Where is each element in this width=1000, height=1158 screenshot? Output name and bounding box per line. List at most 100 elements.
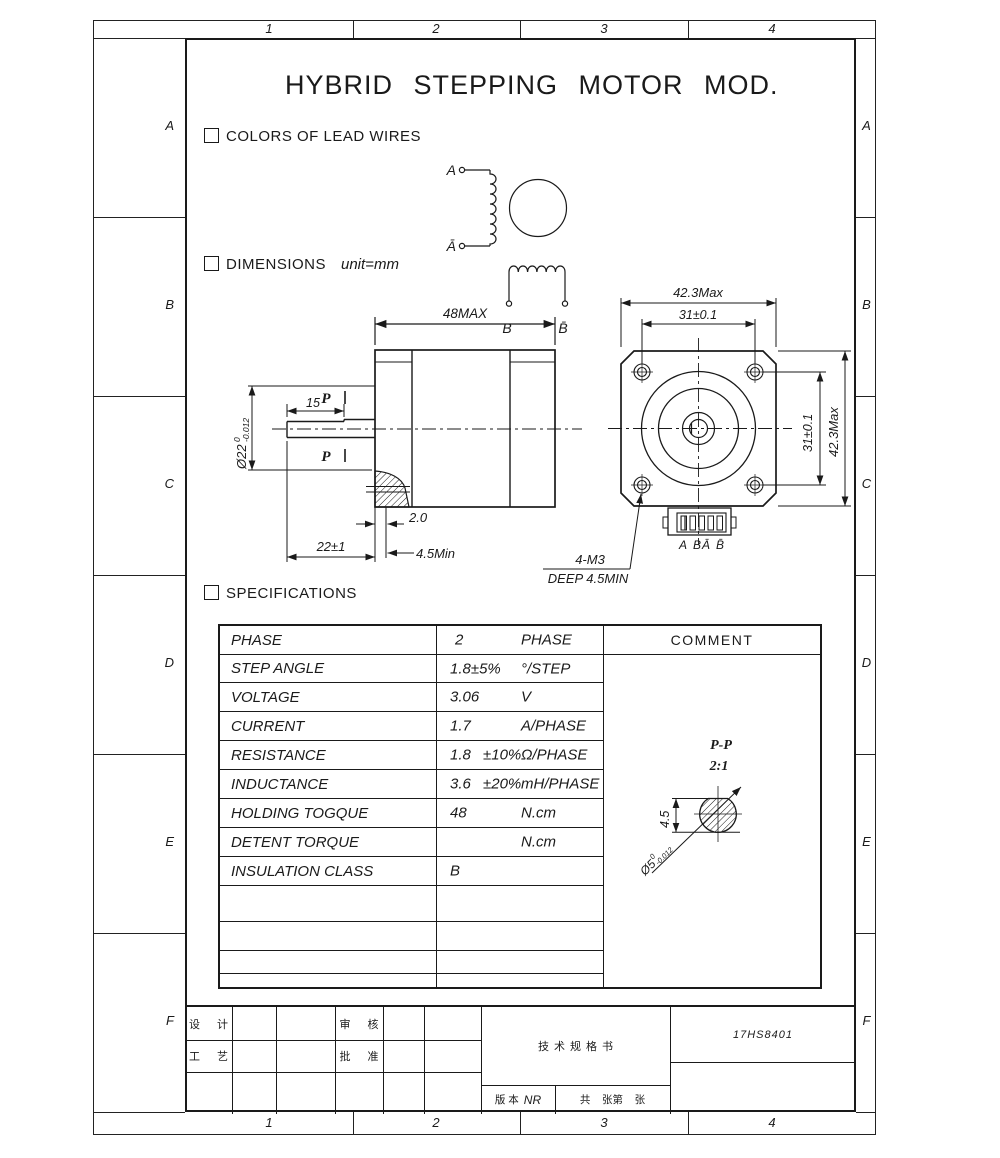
svg-text:-0.012: -0.012 xyxy=(653,845,675,867)
part-number: 17HS8401 xyxy=(733,1028,793,1041)
unit-note: unit=mm xyxy=(341,256,399,273)
dia5-leader xyxy=(651,786,742,874)
pin-label-bbar: B̄ xyxy=(716,538,724,552)
shaft-section-detail: P-P 2:1 4.5 Ø5 0 -0.012 xyxy=(637,738,742,879)
spec-tol: ±10% xyxy=(483,746,522,764)
table-row xyxy=(220,951,603,974)
spec-unit: N.cm xyxy=(521,804,556,822)
spec-value: 1.8±5% xyxy=(450,660,501,677)
drawing-title: HYBRID STEPPING MOTOR MOD. xyxy=(285,70,779,100)
spec-value: 3.6 xyxy=(450,775,471,793)
motor-side-view: 48MAX 15 P P Ø22 0 -0.012 2.0 4.5Min 22±… xyxy=(232,306,582,562)
spec-label: CURRENT xyxy=(220,712,437,740)
pin-label-abar: Ā xyxy=(701,538,710,552)
document-title: 技术规格书 xyxy=(538,1041,618,1053)
zone-divider xyxy=(856,754,876,755)
spec-label: INDUCTANCE xyxy=(220,770,437,798)
spec-value: 1.8 xyxy=(450,746,471,764)
detail-name: P-P xyxy=(710,738,732,753)
pin-label-b: B xyxy=(693,538,701,552)
zone-divider xyxy=(856,575,876,576)
terminal-abar-label: Ā xyxy=(446,238,456,254)
sheet-count-cell: 共 张第 张 xyxy=(579,1094,646,1106)
zone-divider xyxy=(93,38,185,39)
dim-42-3-top xyxy=(620,298,777,347)
zone-divider xyxy=(856,217,876,218)
table-row xyxy=(220,922,603,951)
svg-text:0: 0 xyxy=(648,851,658,861)
zone-col-label: 2 xyxy=(432,21,440,36)
dim-31-right-label: 31±0.1 xyxy=(801,414,815,452)
spec-unit: A/PHASE xyxy=(521,717,587,735)
zone-divider xyxy=(856,396,876,397)
thread-callout-line2: DEEP 4.5MIN xyxy=(548,571,629,586)
spec-value: 48 xyxy=(450,804,467,822)
dim-2-0 xyxy=(356,507,404,562)
pilot-circle xyxy=(657,387,740,470)
title-block-check-label: 审 核 xyxy=(339,1018,386,1031)
spec-unit: mH/PHASE xyxy=(521,775,600,793)
pin-label-a: A xyxy=(678,538,687,552)
zone-divider xyxy=(688,1112,689,1135)
zone-divider xyxy=(93,575,185,576)
zone-row-label: C xyxy=(164,476,174,491)
spec-unit: Ω/PHASE xyxy=(521,746,588,764)
zone-divider xyxy=(93,754,185,755)
zone-row-label: A xyxy=(862,118,871,133)
hub-circle xyxy=(681,411,716,446)
dim-42-3-right xyxy=(778,350,851,507)
thread-callout-leader xyxy=(543,493,643,570)
motor-front-view: 42.3Max 31±0.1 31±0.1 42.3Max A B Ā B̄ 4… xyxy=(543,285,851,586)
zone-divider xyxy=(856,38,876,39)
dim-31-top-label: 31±0.1 xyxy=(679,308,717,322)
shaft-outline xyxy=(286,418,375,439)
dim-dia22 xyxy=(248,385,375,471)
spec-label: VOLTAGE xyxy=(220,683,437,711)
section-specifications-label: SPECIFICATIONS xyxy=(226,585,357,602)
spec-label: RESISTANCE xyxy=(220,741,437,769)
table-row xyxy=(220,974,603,987)
spec-unit: V xyxy=(521,688,532,706)
zone-divider xyxy=(353,20,354,38)
terminal-bbar-label: B̄ xyxy=(558,320,567,336)
zone-col-label: 3 xyxy=(600,21,608,36)
svg-text:Ø22: Ø22 xyxy=(234,444,249,470)
spec-unit: PHASE xyxy=(521,631,572,649)
version-label: 版 本 xyxy=(494,1094,519,1106)
section-checkbox-icon xyxy=(204,585,219,600)
connector-pin-1 xyxy=(680,515,687,531)
spec-value: B xyxy=(450,862,461,880)
motor-rotor-circle xyxy=(508,178,568,238)
connector xyxy=(662,507,737,536)
section-p-label: P xyxy=(321,391,331,407)
spec-label: DETENT TORQUE xyxy=(220,828,437,856)
dim-48max-label: 48MAX xyxy=(443,306,488,321)
detail-scale: 2:1 xyxy=(709,759,729,774)
zone-divider xyxy=(688,20,689,38)
spec-label xyxy=(220,974,437,987)
zone-col-label: 1 xyxy=(265,1115,273,1130)
zone-row-label: F xyxy=(166,1013,174,1028)
zone-divider xyxy=(856,933,876,934)
dim-2-0-label: 2.0 xyxy=(408,510,428,525)
section-p-label: P xyxy=(321,449,331,465)
zone-divider xyxy=(93,217,185,218)
pilot-boss-section xyxy=(374,470,410,508)
zone-divider xyxy=(520,20,521,38)
zone-divider xyxy=(93,933,185,934)
dim-4-5-label: 4.5 xyxy=(658,811,672,828)
comment-header: COMMENT xyxy=(604,626,820,655)
zone-col-label: 4 xyxy=(768,21,776,36)
terminal-a-label: A xyxy=(446,162,456,178)
zone-row-label: A xyxy=(165,118,174,133)
zone-row-label: E xyxy=(165,834,174,849)
